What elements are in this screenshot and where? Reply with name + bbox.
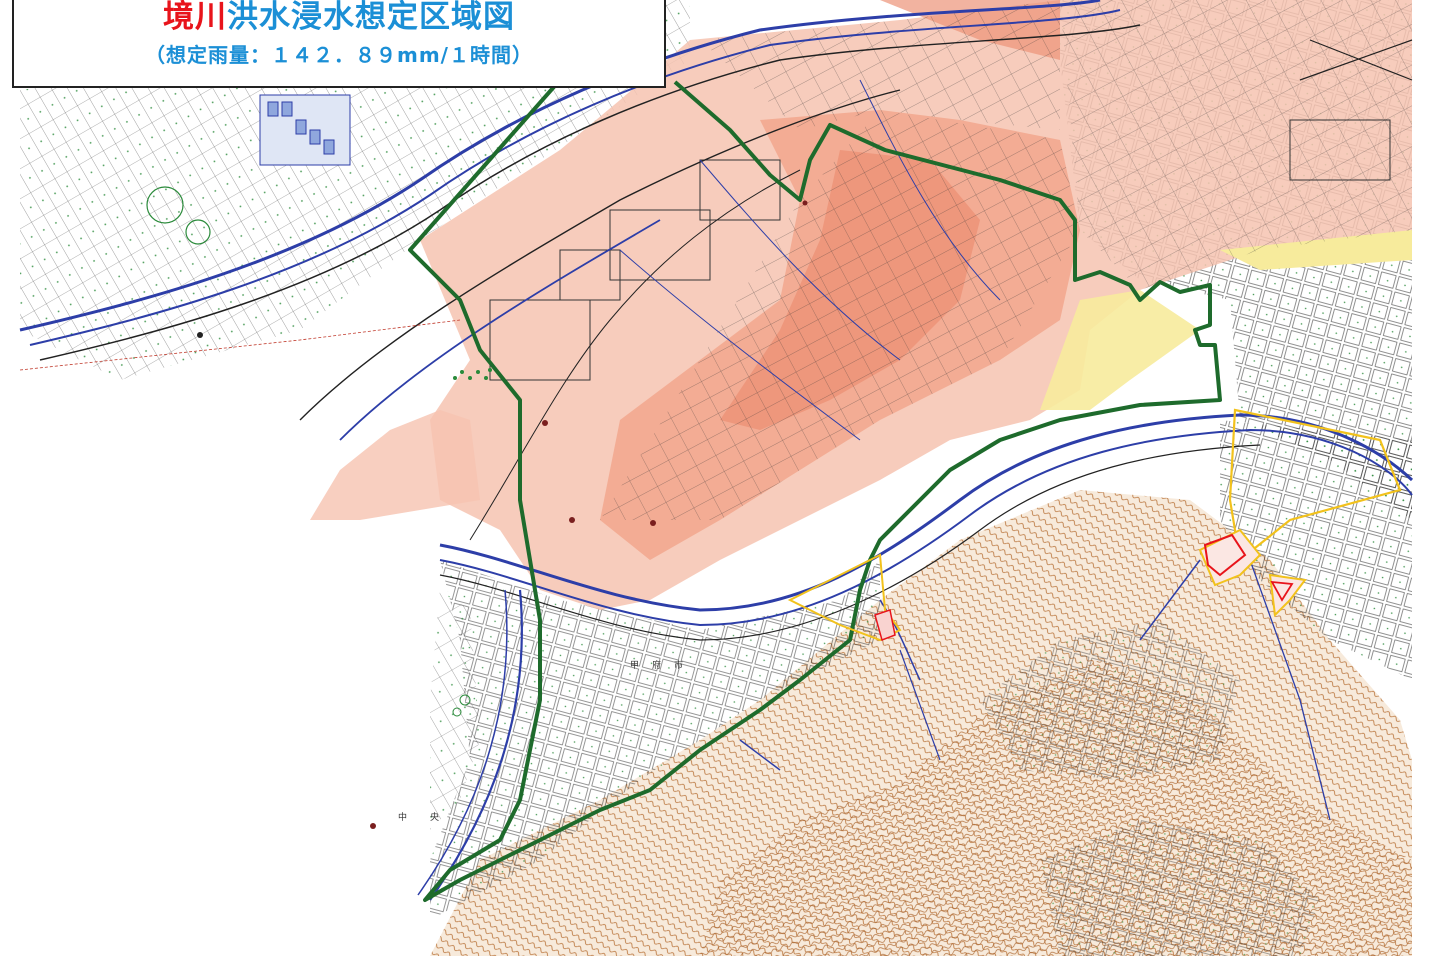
map-title-box: 境川洪水浸水想定区域図 （想定雨量：１４２．８９mm/１時間） [12,0,666,88]
tree-symbol-icon [453,368,492,380]
place-label-kofu-3: 市 [674,659,683,671]
southwest-district [430,560,880,920]
point-marker-icon [370,200,808,829]
southern-hills [430,490,1412,956]
place-label-kofu-2: 府 [652,659,661,671]
place-label-kofu-1: 甲 [630,660,639,671]
flood-inundation-area [310,0,1412,610]
watershed-boundary [408,68,1222,902]
rainfall-subtitle: （想定雨量：１４２．８９mm/１時間） [145,43,533,67]
river-and-roads [19,0,1414,901]
map-title: 境川洪水浸水想定区域図 [14,0,664,40]
place-label-chuo-1: 中 [398,811,407,823]
landslide-hazard-zones [787,408,1402,642]
place-label-chuo-2: 央 [430,811,439,823]
river-name: 境川 [163,0,227,35]
map-title-text: 洪水浸水想定区域図 [227,0,515,35]
